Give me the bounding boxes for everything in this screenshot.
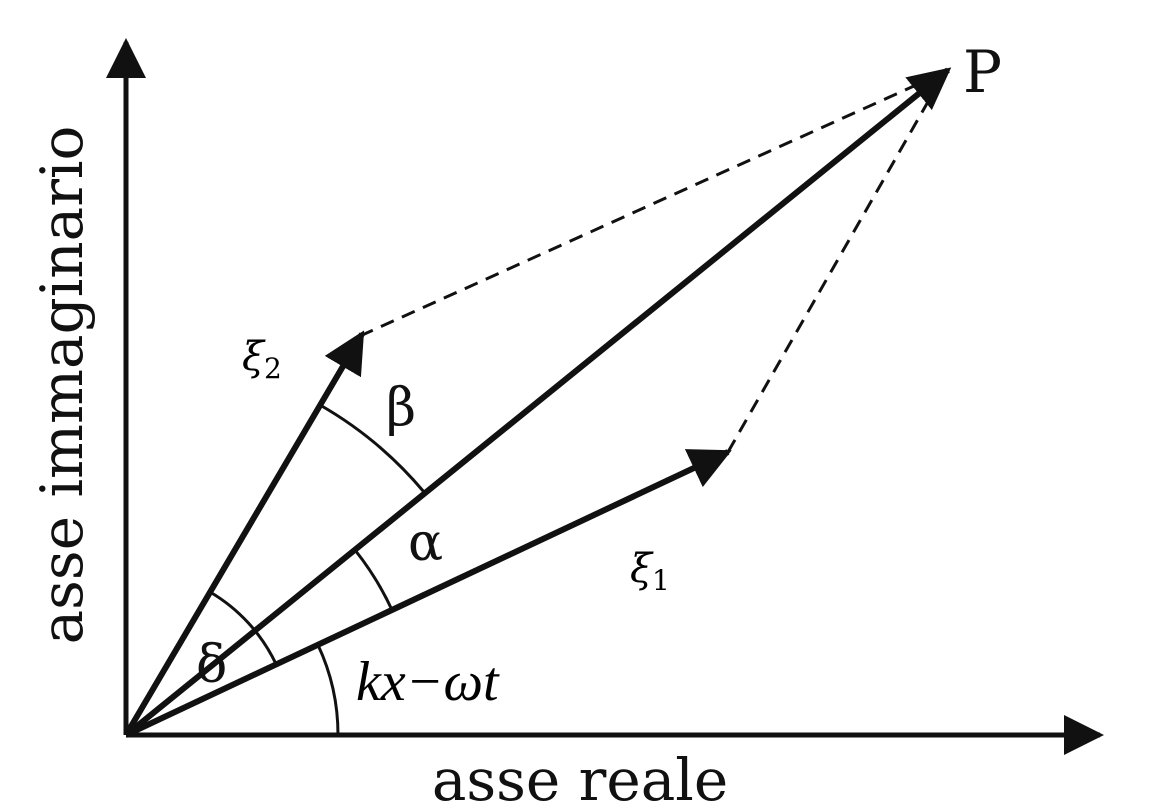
alpha-label: α (408, 513, 443, 573)
angle-arc-delta (209, 590, 278, 665)
dashed-line-xi2-to-p (359, 70, 946, 338)
angle-arc-beta (319, 403, 426, 493)
angle-arc-alpha (353, 549, 394, 611)
vector-xi1 (124, 449, 732, 738)
xi1-label: ξ1 (630, 546, 670, 597)
xi2-label: ξ2 (242, 334, 282, 385)
delta-label: δ (196, 635, 227, 695)
angle-arc-phase (316, 644, 340, 736)
dashed-line-xi1-to-p (726, 71, 947, 453)
phase-label: kx−ωt (356, 651, 500, 713)
y-axis-label: asse immaginario (28, 126, 96, 645)
beta-label: β (386, 378, 416, 438)
vector-xi2 (123, 330, 365, 737)
point-p-label: P (963, 38, 1002, 106)
vector-resultant (124, 67, 952, 738)
x-axis-label: asse reale (432, 746, 728, 812)
